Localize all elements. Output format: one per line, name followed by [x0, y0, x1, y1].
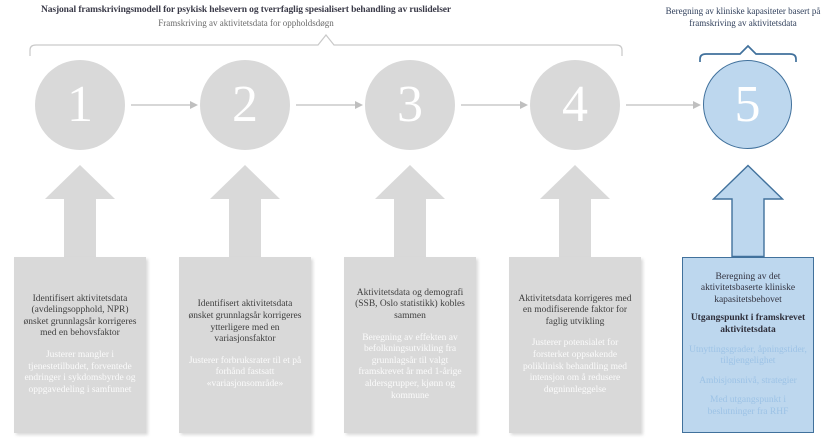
step-circle-4: 4: [530, 60, 620, 150]
flow-arrow-3-4: [461, 101, 528, 109]
step-main-text: Aktivitetsdata og demografi (SSB, Oslo s…: [355, 287, 465, 322]
step-box-5: Beregning av det aktivitetsbaserte klini…: [682, 257, 814, 433]
step-box-4: Aktivitetsdata korrigeres med en modifis…: [509, 257, 641, 433]
step-main-text: Identifisert aktivitetsdata (avdelingsop…: [23, 293, 137, 339]
step-detail-text: Justerer potensialet for forsterket opps…: [523, 338, 627, 395]
up-block-arrow-4: [540, 165, 610, 257]
capacity-box-detail: Utnyttingsgrader, åpningstider, tilgjeng…: [689, 344, 807, 367]
up-block-arrow-3: [375, 165, 445, 257]
capacity-box-detail: Med utgangspunkt i beslutninger fra RHF: [707, 395, 789, 417]
step-number: 2: [232, 76, 258, 133]
step-main-text: Identifisert aktivitetsdata ønsket grunn…: [188, 299, 302, 345]
step-circle-2: 2: [200, 60, 290, 150]
step-main-text: Aktivitetsdata korrigeres med en modifis…: [518, 293, 632, 327]
page-subtitle: Framskriving av aktivitetsdata for oppho…: [158, 18, 334, 28]
step-detail-text: Justerer mangler i tjenestetilbudet, for…: [24, 350, 136, 395]
capacity-box-title: Beregning av det aktivitetsbaserte klini…: [700, 271, 796, 305]
step-circle-1: 1: [35, 60, 125, 150]
page-title: Nasjonal framskrivingsmodell for psykisk…: [40, 5, 452, 15]
step-circle-3: 3: [365, 60, 455, 150]
step-box-3: Aktivitetsdata og demografi (SSB, Oslo s…: [344, 257, 476, 433]
step-detail-text: Justerer forbruksrater til et på forhånd…: [188, 355, 302, 389]
step-detail-text: Beregning av effekten av befolkningsutvi…: [358, 332, 462, 401]
flow-arrow-4-5: [626, 101, 701, 109]
right-column-title: Beregning av kliniske kapasiteter basert…: [665, 6, 821, 28]
step-number: 1: [67, 76, 93, 133]
capacity-box-detail: Ambisjonsnivå, strategier: [699, 375, 797, 386]
step-box-1: Identifisert aktivitetsdata (avdelingsop…: [14, 257, 146, 433]
capacity-box-subtitle: Utgangspunkt i framskrevet aktivitetsdat…: [690, 313, 806, 335]
up-block-arrow-2: [210, 165, 280, 257]
step-circle-5: 5: [703, 60, 792, 149]
up-block-arrow-5: [712, 164, 784, 258]
step-number: 4: [562, 76, 588, 133]
step-number: 5: [734, 75, 761, 133]
flow-arrow-1-2: [131, 101, 198, 109]
step-number: 3: [397, 76, 423, 133]
up-block-arrow-1: [45, 165, 115, 257]
gray-overbrace: [29, 34, 623, 56]
step-box-2: Identifisert aktivitetsdata ønsket grunn…: [179, 257, 311, 433]
flow-arrow-2-3: [296, 101, 363, 109]
